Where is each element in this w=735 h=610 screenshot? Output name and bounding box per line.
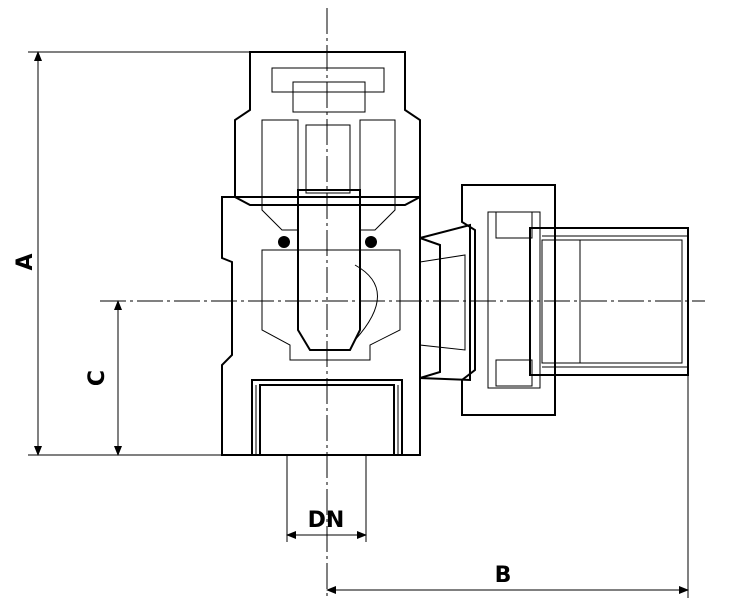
union-seal-top	[495, 211, 533, 239]
dim-b-label: B	[495, 563, 512, 588]
valve-body	[221, 189, 441, 456]
tailpiece-bore	[541, 239, 683, 364]
union-seal-bottom	[495, 359, 533, 387]
dim-a-label: A	[13, 253, 38, 270]
bonnet-right-gap	[359, 119, 396, 231]
center-lines	[100, 8, 705, 598]
bonnet-left-gap	[261, 119, 299, 231]
valve-stem	[297, 189, 361, 351]
body-outer-hatch	[221, 196, 441, 456]
outlet-neck-bore	[419, 254, 466, 351]
union-nut	[461, 184, 556, 416]
dimension-b: B	[326, 375, 689, 598]
dim-dn-label: DN	[308, 508, 345, 533]
outlet-union	[419, 184, 689, 416]
body-inner-cavity	[261, 249, 401, 361]
seat-curve	[354, 264, 378, 341]
o-ring-right	[365, 236, 377, 248]
bonnet-outer	[234, 51, 421, 206]
outlet-neck	[419, 223, 471, 382]
dimension-c: C	[85, 300, 122, 456]
stem-head	[305, 124, 351, 194]
o-ring-left	[278, 236, 290, 248]
bonnet	[234, 51, 421, 231]
dimension-dn: DN	[286, 455, 367, 542]
cap-top-slot	[271, 67, 385, 93]
dimension-a: A	[13, 51, 262, 456]
inlet-bore	[259, 384, 395, 456]
cap-inner-slot	[292, 81, 366, 113]
dim-c-label: C	[85, 370, 110, 386]
